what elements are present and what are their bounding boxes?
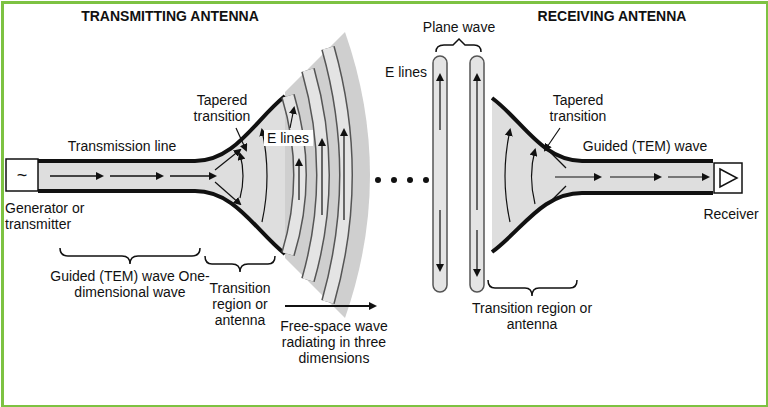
annotation-label: Transmission line — [65, 138, 180, 154]
annotation-label: Transition region or antenna — [469, 300, 596, 332]
propagation-arrow — [285, 305, 375, 307]
ac-symbol: ~ — [5, 158, 39, 192]
e-line-bands — [288, 48, 346, 302]
annotation-label: Transition region or antenna — [207, 280, 274, 328]
continuation-dots — [375, 177, 429, 183]
annotation-label: Free-space wave radiating in three dimen… — [277, 318, 391, 366]
annotation-label: E lines — [264, 130, 313, 146]
annotation-label: E lines — [382, 64, 431, 80]
section-heading: RECEIVING ANTENNA — [535, 8, 690, 24]
node-caption: Receiver — [699, 206, 763, 222]
plane-wave-band — [433, 56, 447, 292]
generator-box: ~Generator or transmitter — [5, 158, 39, 192]
annotation-label: Plane wave — [420, 19, 499, 35]
radiation-fan — [285, 32, 370, 318]
plane-wave-band — [470, 56, 484, 292]
annotation-label: Tapered transition — [191, 92, 254, 124]
section-heading: TRANSMITTING ANTENNA — [78, 8, 262, 24]
receiver-amplifier: Receiver — [713, 162, 743, 194]
plane-wave-brace — [436, 39, 481, 52]
node-caption: Generator or transmitter — [5, 200, 117, 232]
node-outline — [713, 162, 743, 194]
annotation-label: Tapered transition — [547, 92, 610, 124]
annotation-label: Guided (TEM) wave — [580, 138, 710, 154]
annotation-label: Guided (TEM) wave One-dimensional wave — [47, 268, 213, 300]
receive-bottom-conductor — [492, 193, 713, 252]
